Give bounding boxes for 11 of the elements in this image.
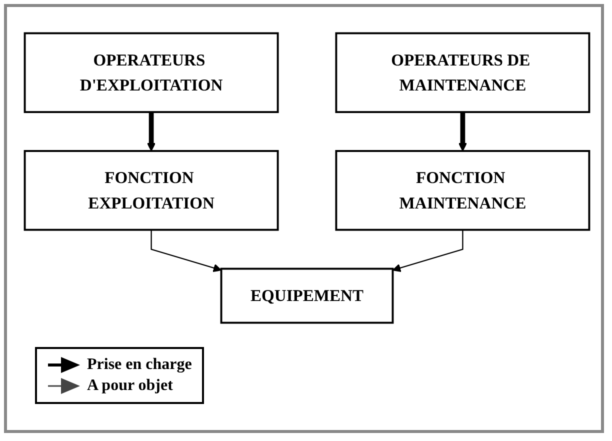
node-box: OPERATEURS D'EXPLOITATION (24, 32, 279, 114)
node-box: FONCTION MAINTENANCE (335, 150, 590, 231)
legend-label: Prise en charge (87, 356, 192, 374)
arrow (147, 112, 156, 152)
arrow (150, 230, 222, 272)
legend-label: A pour objet (87, 377, 173, 395)
arrow (392, 230, 464, 272)
node-box: EQUIPEMENT (220, 268, 394, 324)
node-box: FONCTION EXPLOITATION (24, 150, 279, 231)
node-box: OPERATEURS DE MAINTENANCE (335, 32, 590, 114)
arrow (458, 112, 467, 152)
